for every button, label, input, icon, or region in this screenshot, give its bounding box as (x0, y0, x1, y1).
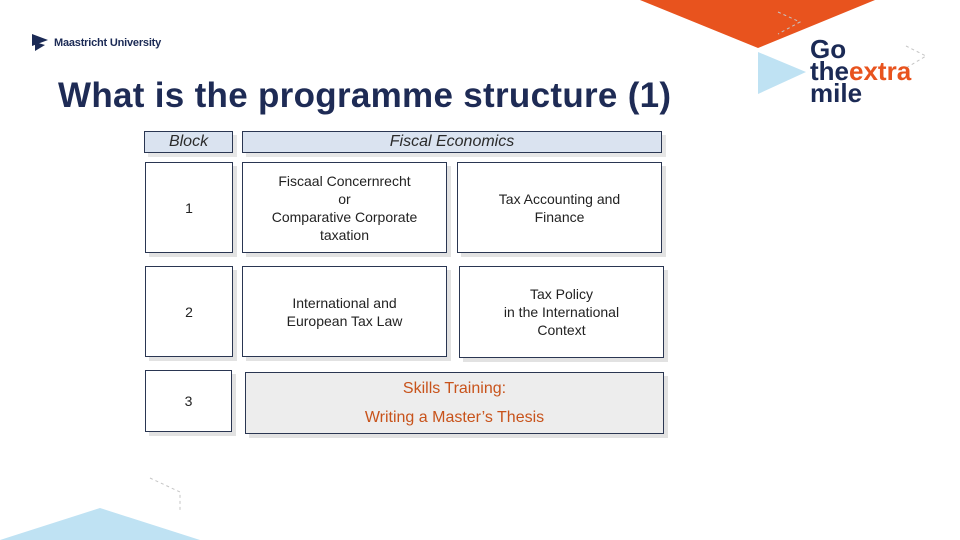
slogan-the: the (810, 56, 849, 86)
slogan-mile: mile (810, 78, 863, 108)
block-3: 3 (145, 370, 232, 432)
orange-triangle-top (640, 0, 875, 48)
course-tax-accounting: Tax Accounting and Finance (457, 162, 662, 253)
course-international-european-tax-law: International and European Tax Law (242, 266, 447, 357)
slogan: Go theextra mile (810, 34, 912, 108)
arrow-outline-icon (149, 477, 181, 510)
block-header: Block (144, 131, 233, 153)
track-header: Fiscal Economics (242, 131, 662, 153)
university-logo: Maastricht University (32, 34, 161, 52)
university-name: Maastricht University (54, 37, 162, 49)
course-fiscaal-concernrecht: Fiscaal Concernrecht or Comparative Corp… (242, 162, 447, 253)
blue-triangle-bottom (0, 508, 200, 540)
course-tax-policy: Tax Policy in the International Context (459, 266, 664, 358)
skills-training: Skills Training: Writing a Master’s Thes… (245, 372, 664, 434)
block-2: 2 (145, 266, 233, 357)
blue-triangle-top (758, 52, 806, 94)
page-title: What is the programme structure (1) (58, 76, 672, 115)
slogan-extra: extra (849, 56, 912, 86)
arrow-outline-icon (777, 11, 802, 35)
block-1: 1 (145, 162, 233, 253)
slogan-go: Go (810, 34, 847, 64)
um-logo-icon (32, 34, 48, 51)
arrow-outline-icon (905, 45, 928, 69)
